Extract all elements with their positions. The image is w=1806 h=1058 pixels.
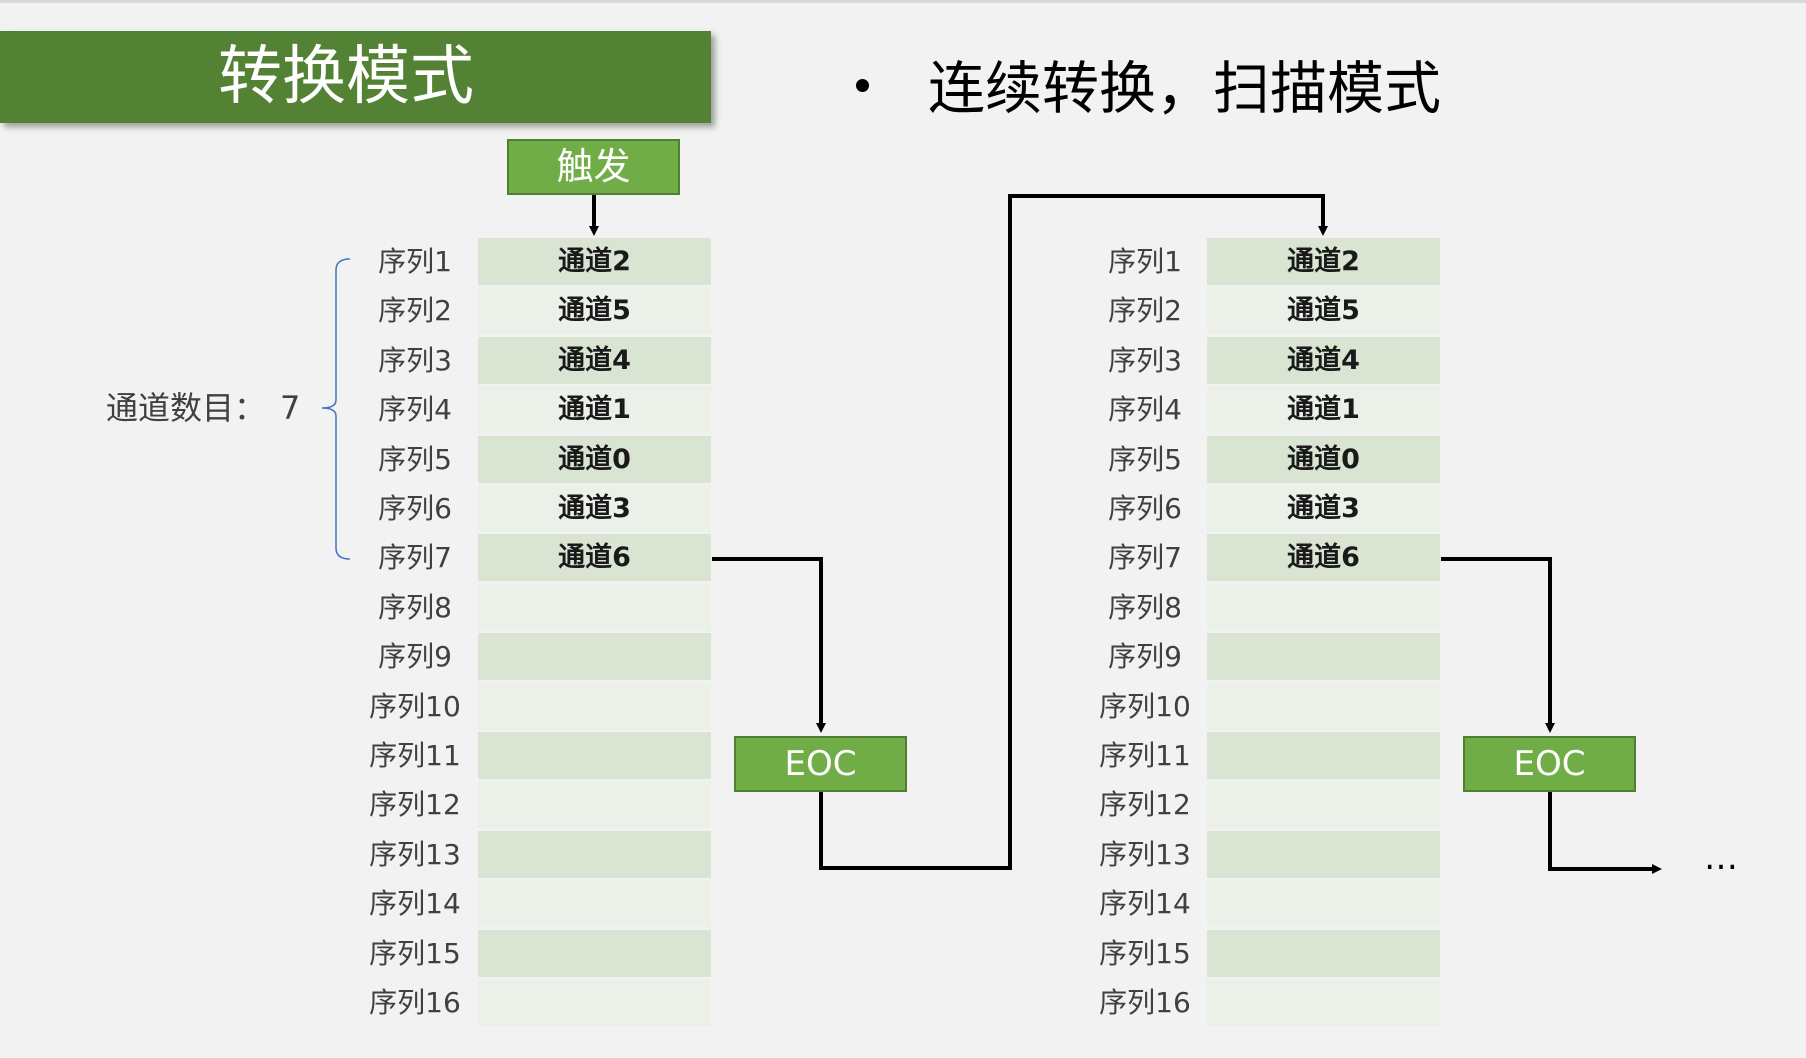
eoc-box-right: EOC [1463, 736, 1636, 792]
sequence-label: 序列6 [378, 492, 452, 525]
sequence-label: 序列3 [1108, 343, 1182, 377]
eoc2-continue-arrow [1548, 792, 1662, 874]
sequence-cell [478, 929, 711, 977]
sequence-cell: 通道1 [478, 386, 711, 434]
sequence-label: 序列4 [378, 393, 452, 427]
sequence-label: 序列11 [369, 739, 461, 772]
sequence-label: 序列8 [1108, 590, 1182, 624]
sequence-label: 序列4 [1108, 393, 1182, 427]
eoc1-to-table2-arrow [819, 194, 1328, 870]
sequence-cell: 通道5 [1207, 287, 1440, 335]
sequence-cell [1207, 880, 1440, 928]
sequence-label: 序列2 [1108, 294, 1182, 328]
channel-count-value: 7 [280, 389, 301, 427]
sequence-cell [478, 830, 711, 878]
sequence-cell [478, 583, 711, 631]
table2-to-eoc2-arrow [1441, 557, 1555, 733]
eoc-box-left: EOC [734, 736, 907, 792]
sequence-cell: 通道6 [478, 534, 711, 582]
sequence-label: 序列16 [369, 986, 461, 1019]
channel-count-brace [321, 258, 351, 560]
sequence-cell: 通道3 [1207, 485, 1440, 532]
sequence-cell [1207, 732, 1440, 779]
sequence-label: 序列11 [1099, 739, 1191, 772]
sequence-label: 序列13 [369, 837, 461, 871]
sequence-cell: 通道0 [478, 435, 711, 483]
sequence-label: 序列16 [1099, 986, 1191, 1019]
sequence-label: 序列5 [1108, 442, 1182, 476]
sequence-cell [1207, 979, 1440, 1026]
sequence-label: 序列10 [1099, 689, 1191, 723]
sequence-label: 序列15 [1099, 936, 1191, 970]
sequence-label: 序列14 [1099, 887, 1191, 921]
sequence-cell [1207, 830, 1440, 878]
sequence-label: 序列9 [1108, 640, 1182, 674]
title-banner: 转换模式 [0, 31, 711, 123]
sequence-label: 序列3 [378, 343, 452, 377]
sequence-label: 序列1 [378, 245, 452, 278]
sequence-label: 序列13 [1099, 837, 1191, 871]
sequence-label: 序列8 [378, 590, 452, 624]
sequence-cell: 通道3 [478, 485, 711, 532]
sequence-cell: 通道1 [1207, 386, 1440, 434]
sequence-cell: 通道4 [1207, 336, 1440, 384]
sequence-cell [1207, 633, 1440, 681]
sequence-cell: 通道6 [1207, 534, 1440, 582]
sequence-cell [478, 781, 711, 829]
sequence-label: 序列12 [1099, 788, 1191, 822]
channel-count-label: 通道数目： 7 [106, 387, 300, 429]
sequence-label: 序列12 [369, 788, 461, 822]
sequence-label: 序列6 [1108, 492, 1182, 525]
sequence-cell [1207, 682, 1440, 730]
sequence-cell [1207, 781, 1440, 829]
sequence-cell [478, 732, 711, 779]
sequence-label: 序列14 [369, 887, 461, 921]
sequence-label: 序列1 [1108, 245, 1182, 278]
sequence-cell: 通道4 [478, 336, 711, 384]
trigger-box: 触发 [507, 139, 680, 195]
channel-count-text: 通道数目： [106, 389, 267, 427]
sequence-cell: 通道0 [1207, 435, 1440, 483]
sequence-cell [478, 880, 711, 928]
sequence-cell [478, 682, 711, 730]
sequence-label: 序列10 [369, 689, 461, 723]
top-divider [0, 0, 1806, 3]
sequence-label: 序列7 [1108, 541, 1182, 575]
sequence-cell: 通道5 [478, 287, 711, 335]
sequence-label: 序列5 [378, 442, 452, 476]
sequence-label: 序列9 [378, 640, 452, 674]
sequence-cell [478, 633, 711, 681]
page-title: 转换模式 [218, 40, 474, 114]
sequence-cell [1207, 583, 1440, 631]
bullet-text: 连续转换，扫描模式 [928, 56, 1441, 122]
sequence-cell [478, 979, 711, 1026]
bullet-dot [856, 79, 869, 92]
sequence-label: 序列15 [369, 936, 461, 970]
sequence-cell: 通道2 [1207, 238, 1440, 285]
sequence-cell: 通道2 [478, 238, 711, 285]
sequence-cell [1207, 929, 1440, 977]
table1-to-eoc1-arrow [712, 557, 826, 733]
sequence-label: 序列2 [378, 294, 452, 328]
continuation-ellipsis: … [1704, 838, 1740, 878]
eoc-label-right: EOC [1513, 744, 1586, 784]
trigger-label: 触发 [556, 145, 631, 188]
eoc-label-left: EOC [784, 744, 857, 784]
sequence-label: 序列7 [378, 541, 452, 575]
